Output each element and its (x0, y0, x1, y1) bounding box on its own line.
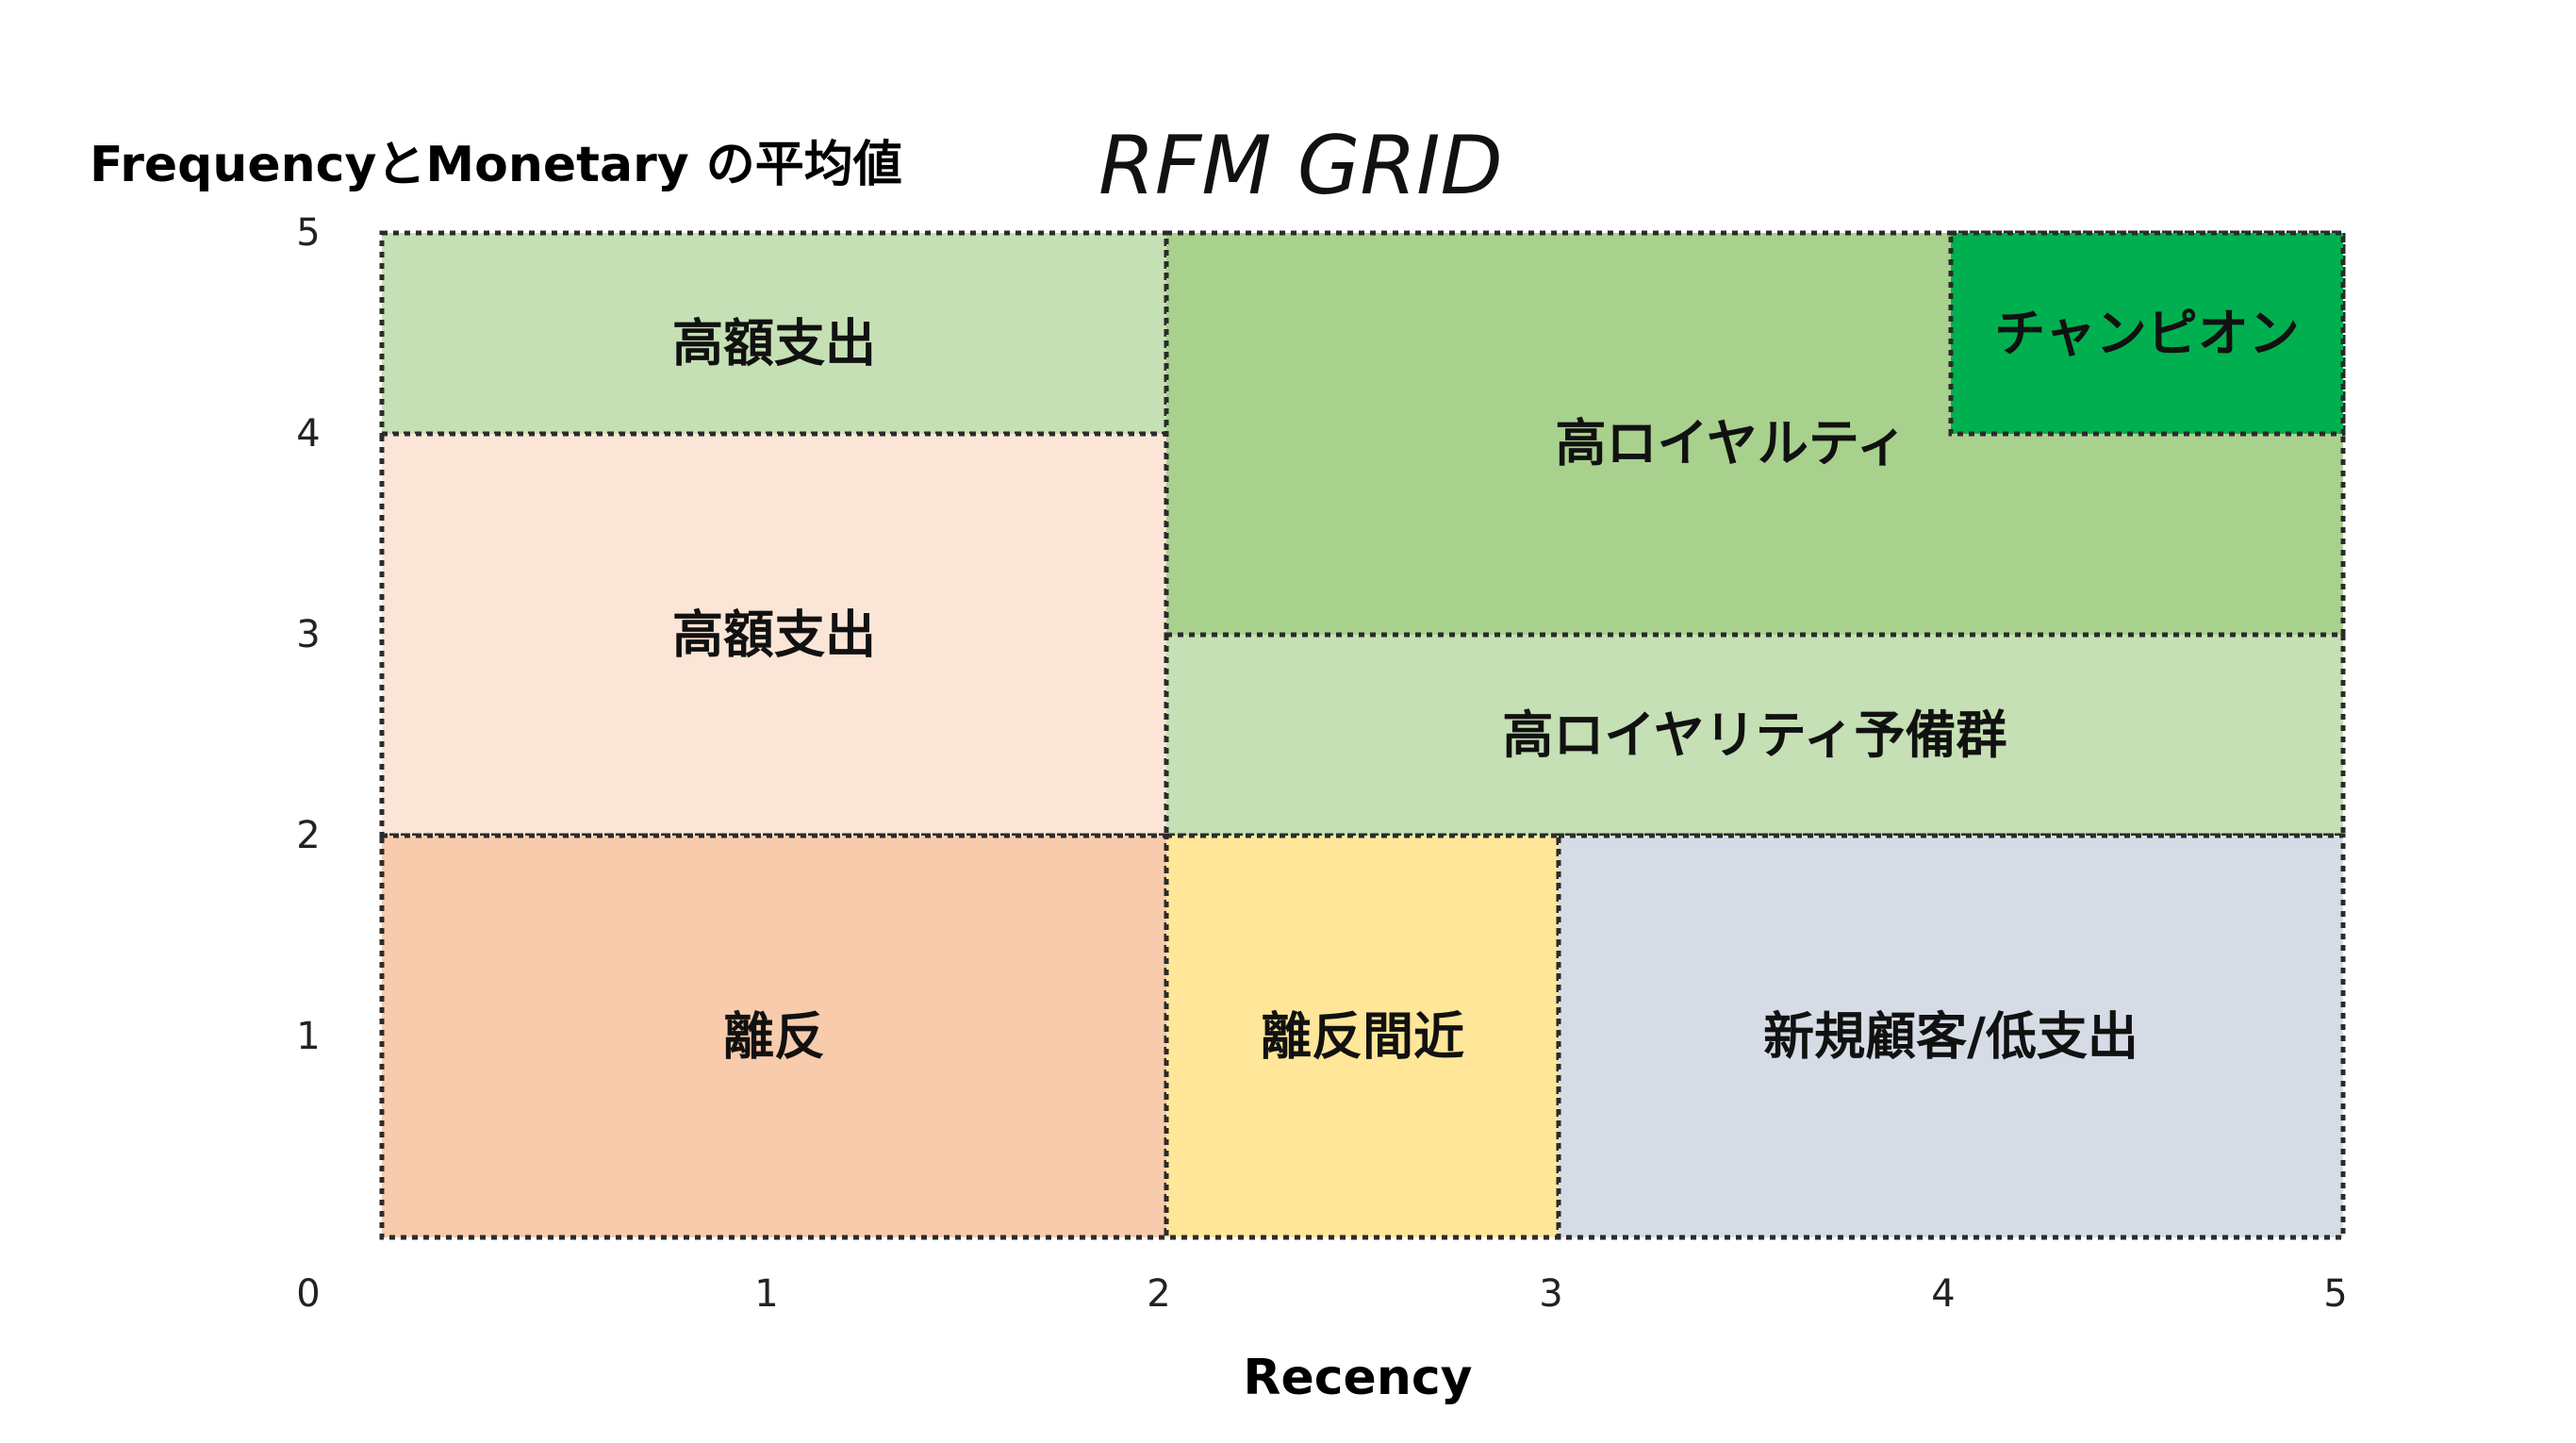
y-tick-3: 3 (296, 613, 320, 656)
segment-label-6: 離反間近 (1261, 1007, 1464, 1067)
y-tick-1: 1 (296, 1015, 320, 1058)
ticks-layer: 1 2 3 4 5 0 1 2 3 4 5 (296, 211, 2347, 1316)
x-tick-5: 5 (2323, 1272, 2347, 1316)
y-tick-2: 2 (296, 814, 320, 857)
segment-label-2: 離反 (723, 1007, 825, 1067)
segment-cell-5 (1164, 632, 2346, 838)
segment-label-4: チャンピオン (1994, 304, 2299, 363)
x-tick-2: 2 (1147, 1272, 1170, 1316)
segment-label-5: 高ロイヤリティ予備群 (1502, 705, 2006, 765)
segment-label-1: 高額支出 (672, 605, 876, 665)
segment-cell-7 (1556, 833, 2346, 1240)
y-tick-4: 4 (296, 412, 320, 456)
chart-title: RFM GRID (1098, 119, 1503, 213)
segment-cell-4 (1948, 230, 2346, 437)
segment-cell-2 (379, 833, 1169, 1240)
x-tick-4: 4 (1931, 1272, 1955, 1316)
x-tick-0: 0 (296, 1272, 320, 1316)
x-axis-label: Recency (1243, 1350, 1472, 1406)
y-tick-5: 5 (296, 211, 320, 255)
segments-layer: 高額支出高額支出離反高ロイヤルティチャンピオン高ロイヤリティ予備群離反間近新規顧… (379, 230, 2346, 1240)
segment-label-0: 高額支出 (672, 314, 876, 373)
segment-label-7: 新規顧客/低支出 (1763, 1007, 2138, 1067)
x-tick-3: 3 (1539, 1272, 1562, 1316)
segment-cell-1 (379, 431, 1169, 838)
y-axis-label: FrequencyとMonetary の平均値 (90, 137, 902, 193)
x-tick-1: 1 (754, 1272, 778, 1316)
segment-label-3: 高ロイヤルティ (1555, 414, 1907, 473)
segment-cell-0 (379, 230, 1169, 437)
